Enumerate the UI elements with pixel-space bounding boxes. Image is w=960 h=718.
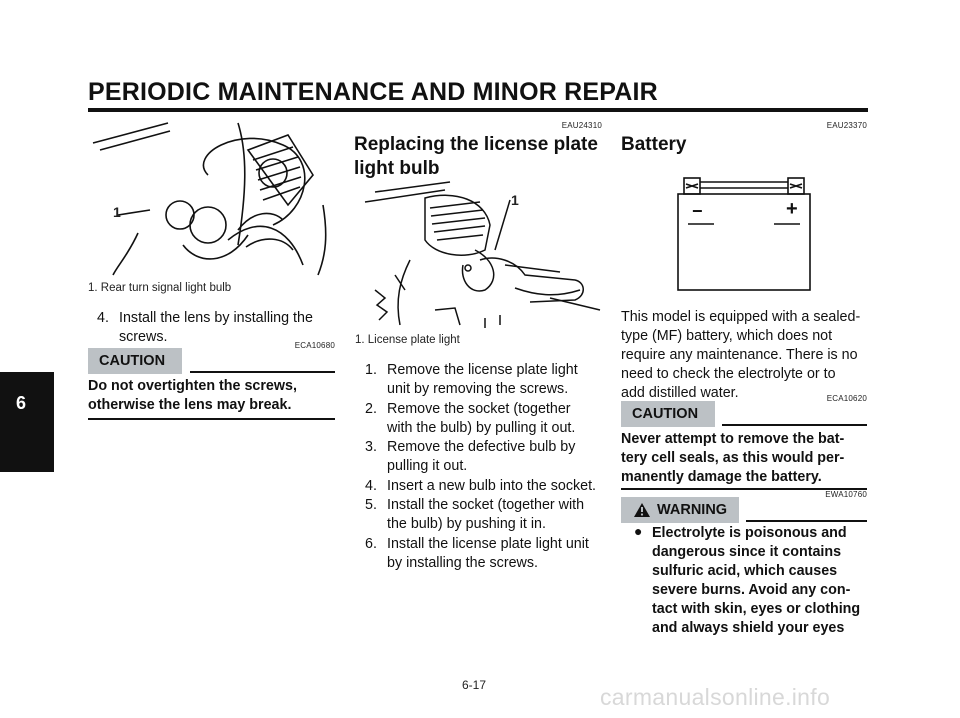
warning-text-line: dangerous since it contains (652, 544, 842, 560)
step-number: 2. (365, 401, 377, 417)
caution-text-line: Do not overtighten the screws, (88, 378, 297, 394)
watermark: carmanualsonline.info (600, 684, 831, 710)
caution-badge: CAUTION (621, 401, 715, 427)
figure-caption: 1. Rear turn signal light bulb (88, 282, 232, 294)
step-number: 1. (365, 362, 377, 378)
bullet-dot: ● (634, 523, 643, 539)
caution-text-line: tery cell seals, as this would per- (621, 450, 845, 466)
step-item: 3. Remove the defective bulb by pulling … (365, 438, 605, 478)
step-text-line: with the bulb) by pulling it out. (387, 420, 576, 436)
battery-illustration (677, 177, 811, 291)
step-text-line: Install the lens by installing the (119, 310, 313, 326)
step-text-line: Insert a new bulb into the socket. (387, 478, 597, 494)
warning-code: EWA10760 (825, 490, 867, 499)
caution-text-line: manently damage the battery. (621, 469, 822, 485)
step-text-line: the bulb) by pushing it in. (387, 516, 546, 532)
figure-caption: 1. License plate light (355, 334, 460, 346)
step-item: 1. Remove the license plate light unit b… (365, 361, 605, 401)
warning-text-line: sulfuric acid, which causes (652, 563, 838, 579)
step-text-line: screws. (119, 329, 168, 345)
warning-badge: WARNING (621, 497, 739, 523)
battery-paragraph-line: require any maintenance. There is no (621, 347, 858, 363)
step-item: 2. Remove the socket (together with the … (365, 400, 605, 440)
section-code: EAU24310 (561, 121, 602, 130)
caution-text-line: otherwise the lens may break. (88, 397, 292, 413)
step-text-line: Remove the license plate light (387, 362, 578, 378)
warning-triangle-icon (634, 503, 650, 517)
caution-end-rule (88, 418, 335, 420)
figure-callout: 1 (113, 204, 121, 220)
battery-plus-terminal: + (786, 198, 798, 220)
warning-text-line: and always shield your eyes (652, 620, 845, 636)
section-title: Battery (621, 134, 687, 155)
step-text-line: Remove the defective bulb by (387, 439, 576, 455)
section-title-line: light bulb (354, 158, 440, 179)
warning-rule (746, 520, 867, 522)
step-number: 4. (97, 310, 109, 326)
battery-paragraph-line: add distilled water. (621, 385, 739, 401)
battery-paragraph-line: This model is equipped with a sealed- (621, 309, 861, 325)
section-title-line: Replacing the license plate (354, 134, 598, 155)
step-number: 4. (365, 478, 377, 494)
chapter-number: 6 (16, 393, 27, 413)
caution-badge: CAUTION (88, 348, 182, 374)
step-number: 3. (365, 439, 377, 455)
section-code: EAU23370 (826, 121, 867, 130)
battery-minus-terminal: − (692, 201, 703, 221)
figure-callout: 1 (511, 192, 519, 208)
step-number: 5. (365, 497, 377, 513)
header-rule (88, 108, 868, 112)
warning-label: WARNING (657, 502, 728, 518)
page-header-title: PERIODIC MAINTENANCE AND MINOR REPAIR (88, 78, 658, 106)
step-text-line: pulling it out. (387, 458, 468, 474)
chapter-tab (0, 372, 54, 472)
step-text-line: Install the license plate light unit (387, 536, 589, 552)
page-number: 6-17 (462, 678, 487, 692)
step-text-line: Remove the socket (together (387, 401, 571, 417)
caution-rule (190, 371, 335, 373)
warning-text-line: Electrolyte is poisonous and (652, 525, 847, 541)
step-item: 6. Install the license plate light unit … (365, 535, 605, 575)
step-text-line: Install the socket (together with (387, 497, 585, 513)
step-item: 4. Install the lens by installing the sc… (97, 309, 337, 349)
license-plate-light-illustration (364, 181, 601, 328)
warning-text-line: severe burns. Avoid any con- (652, 582, 851, 598)
caution-code: ECA10680 (294, 341, 335, 350)
warning-text-line: tact with skin, eyes or clothing (652, 601, 861, 617)
step-text-line: unit by removing the screws. (387, 381, 569, 397)
step-number: 6. (365, 536, 377, 552)
battery-paragraph-line: type (MF) battery, which does not (621, 328, 833, 344)
step-text-line: by installing the screws. (387, 555, 538, 571)
caution-text-line: Never attempt to remove the bat- (621, 431, 845, 447)
battery-paragraph-line: need to check the electrolyte or to (621, 366, 836, 382)
caution-code: ECA10620 (826, 394, 867, 403)
rear-turn-signal-illustration (92, 122, 327, 276)
step-item: 4. Insert a new bulb into the socket. (365, 477, 605, 497)
caution-rule (722, 424, 867, 426)
caution-end-rule (621, 488, 867, 490)
step-item: 5. Install the socket (together with the… (365, 496, 605, 536)
